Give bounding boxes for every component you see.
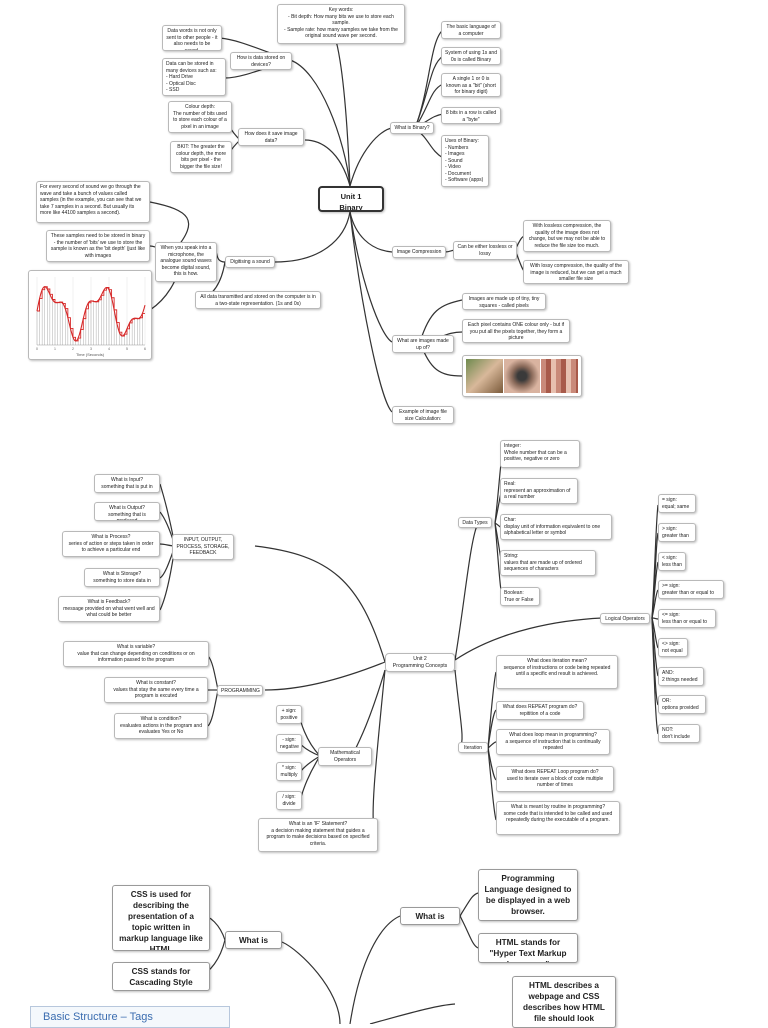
colour-depth-note: Colour depth: The number of bits used to… bbox=[168, 101, 232, 133]
string-note: String: values that are made up of order… bbox=[500, 550, 596, 576]
multiply-sign-note: * sign: multiply bbox=[276, 762, 302, 781]
plus-sign-note: + sign: positive bbox=[276, 705, 302, 724]
char-note: Char: display unit of information equiva… bbox=[500, 514, 612, 540]
what-html-topic: What is HTML? bbox=[400, 907, 460, 925]
logical-ops-topic: Logical Operators bbox=[600, 613, 650, 624]
what-binary-topic: What is Binary? bbox=[390, 122, 434, 134]
wave-x-tick-label: 0 bbox=[36, 347, 38, 351]
data-words-note: Data words is not only sent to other peo… bbox=[162, 25, 222, 51]
equal-sign-note: = sign: equal; same bbox=[658, 494, 696, 513]
boolean-note: Boolean: True or False bbox=[500, 587, 540, 606]
sampled-wave-steps bbox=[37, 286, 145, 342]
input-note: What is Input? something that is put in bbox=[94, 474, 160, 493]
wave-x-tick-label: 2 bbox=[72, 347, 74, 351]
system-binary-note: System of using 1s and 0s is called Bina… bbox=[441, 47, 501, 65]
not-note: NOT: don't include bbox=[658, 724, 700, 743]
ipo-topic: INPUT, OUTPUT, PROCESS, STORAGE, FEEDBAC… bbox=[172, 534, 234, 560]
condition-note: What is condition? evaluates actions in … bbox=[114, 713, 208, 739]
key-words-note: Key words: - Bit depth: How many bits we… bbox=[277, 4, 405, 44]
iteration-mean-note: What does iteration mean? sequence of in… bbox=[496, 655, 618, 689]
single-bit-note: A single 1 or 0 is known as a "bit" (sho… bbox=[441, 73, 501, 97]
wave-x-tick-label: 4 bbox=[108, 347, 110, 351]
wave-x-axis-label: Time (Seconds) bbox=[76, 352, 105, 357]
programming-language-note: Programming Language designed to be disp… bbox=[478, 869, 578, 921]
less-equal-note: <= sign: less than or equal to bbox=[658, 609, 716, 628]
each-pixel-note: Each pixel contains ONE colour only - bu… bbox=[462, 319, 570, 343]
data-types-topic: Data Types bbox=[458, 517, 492, 528]
pixels-note: Images are made up of tiny, tiny squares… bbox=[462, 293, 546, 310]
example-size-topic: Example of image file size Calculation: bbox=[392, 406, 454, 424]
routine-note: What is meant by routine in programming?… bbox=[496, 801, 620, 835]
css-stands-note: CSS stands for Cascading Style Sheets bbox=[112, 962, 210, 991]
greater-equal-note: >= sign: greater than or equal to bbox=[658, 580, 724, 599]
minus-sign-note: - sign: negative bbox=[276, 734, 302, 753]
variable-note: What is variable? value that can change … bbox=[63, 641, 209, 667]
programming-topic: PROGRAMMING bbox=[217, 685, 263, 696]
iteration-topic: Iteration bbox=[458, 742, 488, 753]
lossy-note: With lossy compression, the quality of t… bbox=[523, 260, 629, 284]
loop-mean-note: What does loop mean in programming? a se… bbox=[496, 729, 610, 755]
sound-wave-chart: 0 1 2 3 4 5 6 Time (Seconds) bbox=[28, 270, 152, 360]
save-image-topic: How does it save image data? bbox=[238, 128, 304, 146]
how-stored-topic: How is data stored on devices? bbox=[230, 52, 292, 70]
integer-note: Integer: Whole number that can be a posi… bbox=[500, 440, 580, 468]
html-stands-note: HTML stands for "Hyper Text Markup Langu… bbox=[478, 933, 578, 963]
devices-note: Data can be stored in many devices such … bbox=[162, 58, 226, 96]
constant-note: What is constant? values that stay the s… bbox=[104, 677, 208, 703]
images-made-topic: What are images made up of? bbox=[392, 335, 454, 353]
greater-sign-note: > sign: greater than bbox=[658, 523, 696, 542]
storage-note: What is Storage? something to store data… bbox=[84, 568, 160, 587]
real-note: Real: represent an approximation of a re… bbox=[500, 478, 578, 504]
if-statement-note: What is an 'IF' Statement? a decision ma… bbox=[258, 818, 378, 852]
repeat-loop-note: What does REPEAT Loop program do? used t… bbox=[496, 766, 614, 792]
process-note: What is Process? series of action or ste… bbox=[62, 531, 160, 557]
lossless-note: With lossless compression, the quality o… bbox=[523, 220, 611, 252]
samples-binary-note: These samples need to be stored in binar… bbox=[46, 230, 150, 262]
output-note: What is Output? something that is produc… bbox=[94, 502, 160, 521]
wave-x-tick-label: 1 bbox=[54, 347, 56, 351]
pixelated-photo bbox=[541, 359, 579, 393]
digitising-topic: Digitising a sound bbox=[225, 256, 275, 268]
divide-sign-note: / sign: divide bbox=[276, 791, 302, 810]
less-sign-note: < sign: less than bbox=[658, 552, 686, 571]
wave-x-tick-label: 5 bbox=[126, 347, 128, 351]
wave-x-tick-label: 6 bbox=[144, 347, 146, 351]
or-note: OR: options provided bbox=[658, 695, 706, 714]
repeat-program-note: What does REPEAT program do? repitition … bbox=[496, 701, 584, 720]
basic-structure-heading: Basic Structure – Tags bbox=[30, 1006, 230, 1028]
lossless-lossy-note: Can be either lossless or lossy bbox=[453, 241, 517, 260]
not-equal-note: <> sign: not equal bbox=[658, 638, 688, 657]
eye-photo bbox=[503, 359, 541, 393]
eight-bits-note: 8 bits in a row is called a "byte" bbox=[441, 107, 501, 124]
what-css-topic: What is CSS? bbox=[225, 931, 282, 949]
uses-of-binary-note: Uses of Binary: - Numbers - Images - Sou… bbox=[441, 135, 489, 187]
baby-photo bbox=[466, 359, 503, 393]
html-describes-note: HTML describes a webpage and CSS describ… bbox=[512, 976, 616, 1028]
css-used-note: CSS is used for describing the presentat… bbox=[112, 885, 210, 951]
basic-language-note: The basic language of a computer bbox=[441, 21, 501, 39]
every-second-note: For every second of sound we go through … bbox=[36, 181, 150, 223]
pixel-photo-examples bbox=[462, 355, 582, 397]
math-ops-topic: Mathematical Operators bbox=[318, 747, 372, 766]
and-note: AND: 2 things needed bbox=[658, 667, 704, 686]
unit1-central-topic: Unit 1 Binary bbox=[318, 186, 384, 212]
speak-mic-note: When you speak into a microphone, the an… bbox=[155, 242, 217, 282]
image-compression-topic: Image Compression bbox=[392, 246, 446, 258]
all-data-note: All data transmitted and stored on the c… bbox=[195, 291, 321, 309]
feedback-note: What is Feedback? message provided on wh… bbox=[58, 596, 160, 622]
wave-x-tick-label: 3 bbox=[90, 347, 92, 351]
bkit-note: BKIT: The greater the colour depth, the … bbox=[170, 141, 232, 173]
unit2-central-topic: Unit 2 Programming Concepts bbox=[385, 653, 455, 672]
